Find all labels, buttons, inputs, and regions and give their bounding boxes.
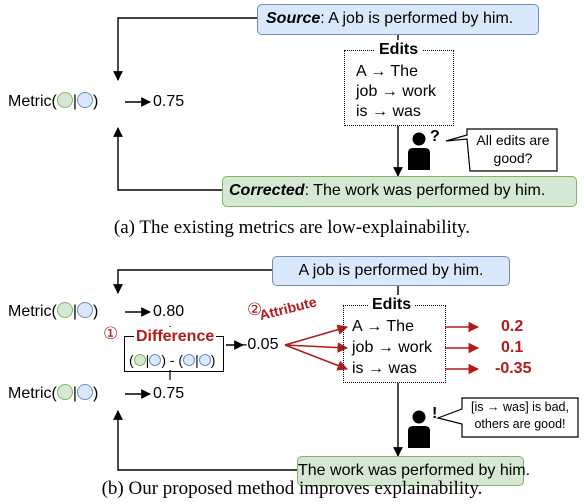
source-circle-icon-green	[56, 384, 73, 400]
corrected-text: : The work was performed by him.	[304, 182, 546, 199]
corrected-circle-icon	[56, 92, 73, 108]
corrected-box-a: Corrected: The work was performed by him…	[222, 176, 577, 207]
edits-title-b: Edits	[368, 295, 416, 315]
score-b-top: 0.80	[153, 303, 185, 320]
difference-label: Difference	[134, 327, 217, 347]
step2-marker: ②	[247, 300, 263, 319]
caption-b: (b) Our proposed method improves explain…	[101, 478, 483, 499]
corrected-to-metric-bottom-arrow	[113, 410, 297, 471]
corrected-circle-icon	[133, 354, 146, 366]
corrected-label: Corrected	[229, 182, 305, 199]
source-circle-icon	[77, 92, 94, 108]
score-b-bottom: 0.75	[153, 385, 185, 402]
speech-bubble-a	[445, 128, 558, 172]
source-circle-icon	[183, 354, 196, 366]
edit-item-b-1: A → The	[352, 318, 414, 335]
source-text-b: A job is performed by him.	[298, 262, 484, 279]
source-circle-icon	[77, 302, 94, 318]
corrected-text-b: The work was performed by him.	[298, 462, 531, 479]
metric-b-top: Metric(|)	[8, 302, 99, 320]
source-circle-icon	[198, 354, 211, 366]
bubble-text-a: All edits are good?	[476, 132, 550, 166]
metric-b-bottom: Metric(|)	[8, 384, 99, 402]
source-box-a: Source: A job is performed by him.	[257, 4, 539, 35]
score-a: 0.75	[153, 93, 185, 110]
source-circle-icon	[149, 354, 162, 366]
person-icon-a	[408, 132, 430, 170]
caption-a: (a) The existing metrics are low-explain…	[113, 217, 471, 238]
source-box-b: A job is performed by him.	[272, 256, 510, 286]
attribute-arrow-3	[284, 344, 348, 371]
corrected-box-b: The work was performed by him.	[297, 456, 530, 486]
exclaim-mark: !	[432, 405, 438, 422]
edit-score-3: -0.35	[495, 360, 532, 377]
edit-item-a-1: A → The	[356, 63, 418, 80]
difference-value: -0.05	[242, 336, 279, 353]
edit-score-1: 0.2	[501, 318, 524, 335]
source-label: Source	[266, 10, 321, 27]
question-mark: ?	[430, 128, 440, 145]
edit-item-b-3: is → was	[352, 360, 417, 377]
step1-marker: ①	[103, 324, 119, 343]
difference-formula: (|) - (|)	[129, 352, 216, 368]
source-text: : A job is performed by him.	[320, 10, 514, 27]
bubble-text-b: [is → was] is bad, others are good!	[471, 400, 569, 431]
metric-a: Metric(|)	[8, 92, 99, 110]
edits-title-a: Edits	[375, 40, 423, 60]
attribute-arrow-2	[284, 342, 349, 353]
edit-item-a-3: is → was	[356, 103, 421, 120]
attribute-arrow-1	[284, 324, 349, 346]
speech-bubble-b	[435, 397, 579, 438]
source-to-metric-arrow	[113, 17, 257, 81]
corrected-circle-icon	[56, 302, 73, 318]
corrected-to-metric-arrow	[113, 127, 230, 191]
person-icon-b	[408, 410, 430, 448]
source-to-metric-top-arrow	[113, 269, 272, 294]
edit-item-b-2: job → work	[352, 339, 433, 356]
edit-score-2: 0.1	[501, 339, 524, 356]
edit-item-a-2: job → work	[356, 83, 437, 100]
source-circle-icon-blue	[77, 384, 94, 400]
